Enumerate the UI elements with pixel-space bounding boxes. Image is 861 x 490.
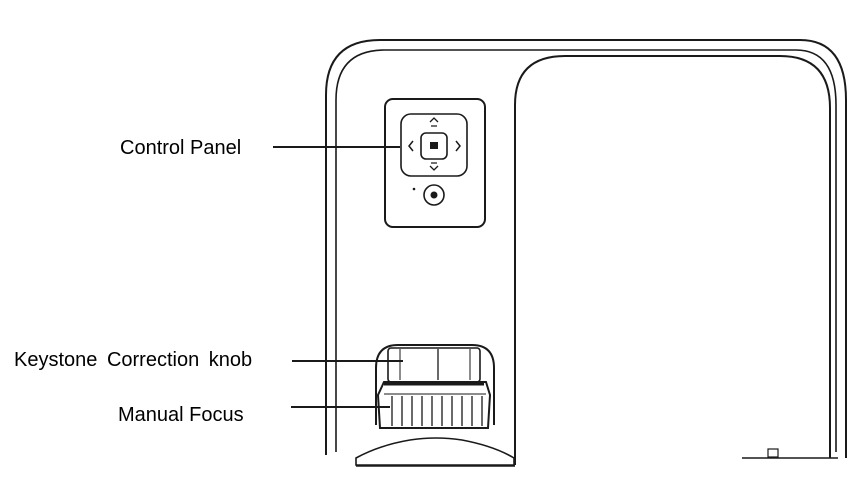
knob-housing (375, 344, 495, 425)
projector-stand (355, 437, 515, 466)
manual-focus-ring (376, 381, 492, 429)
control-panel-label: Control Panel (120, 137, 242, 159)
arrow-left-icon (408, 140, 414, 152)
power-button-center (430, 191, 438, 199)
projector-body-inner-outline (335, 49, 837, 452)
power-button-icon (423, 184, 445, 206)
control-panel-box (384, 98, 486, 228)
projector-body-outline (325, 39, 847, 458)
indicator-dot (412, 187, 416, 191)
ok-center-dot (430, 142, 438, 149)
arrow-right-icon (455, 140, 461, 152)
keystone-knob (387, 347, 481, 383)
menu-up-icon (429, 117, 439, 127)
manual-focus-label: Manual Focus (118, 404, 244, 426)
keystone-knob-label: Keystone Correction knob (14, 349, 253, 371)
menu-down-icon (429, 162, 439, 171)
ok-square-icon (420, 132, 448, 160)
front-panel (514, 55, 831, 465)
focus-ring-ridges (384, 382, 486, 426)
dpad-ring (400, 113, 468, 177)
